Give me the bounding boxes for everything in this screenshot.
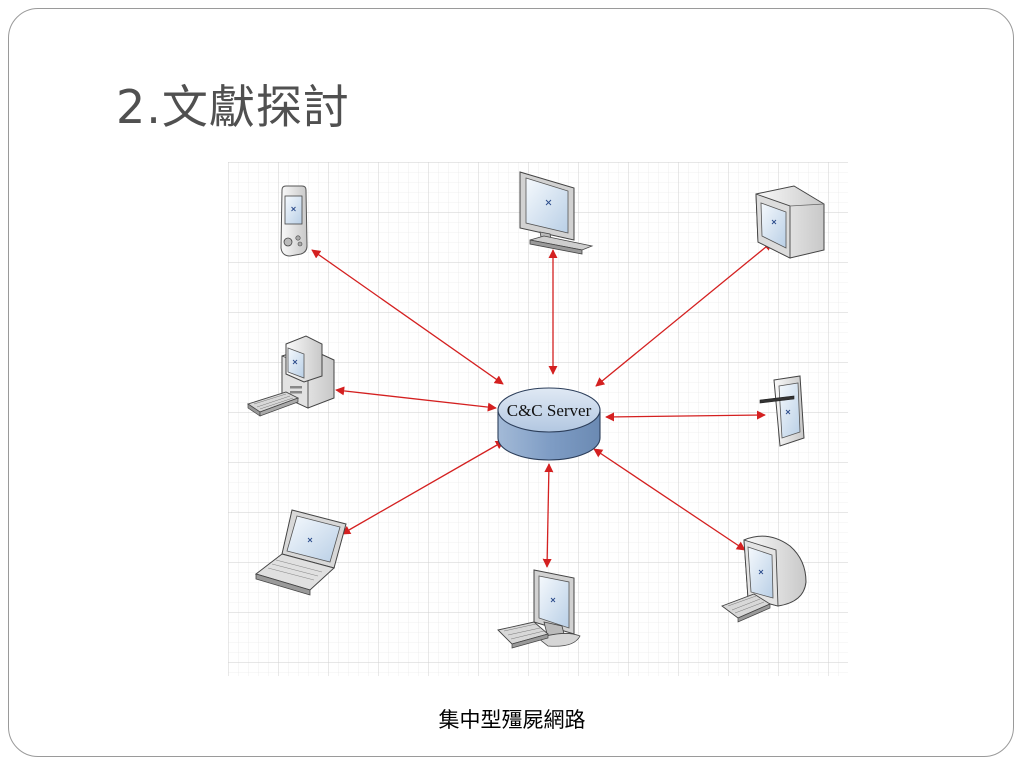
cc-server-node: C&C Server [497, 387, 601, 461]
link-desktop [335, 386, 497, 412]
diagram-canvas: C&C Server [228, 162, 848, 676]
link-imac [593, 448, 746, 551]
link-pda [311, 249, 504, 385]
botnet-diagram: C&C Server [228, 162, 848, 676]
tablet-pen-icon [759, 375, 805, 447]
figure-caption: 集中型殭屍網路 [438, 708, 586, 732]
connections [311, 241, 773, 568]
pda-icon [280, 185, 308, 257]
workstation-icon [497, 569, 581, 649]
desktop-computer-icon [246, 335, 335, 417]
lcd-monitor-icon [519, 171, 594, 255]
server-label: C&C Server [507, 401, 592, 420]
laptop-icon [254, 509, 347, 596]
crt-monitor-icon [755, 185, 825, 259]
link-crt [595, 241, 773, 387]
link-laptop [341, 440, 505, 535]
link-tablet [605, 410, 766, 422]
link-workstation [542, 463, 554, 568]
imac-computer-icon [721, 535, 807, 623]
slide-title: 2.文獻探討 [116, 80, 350, 134]
